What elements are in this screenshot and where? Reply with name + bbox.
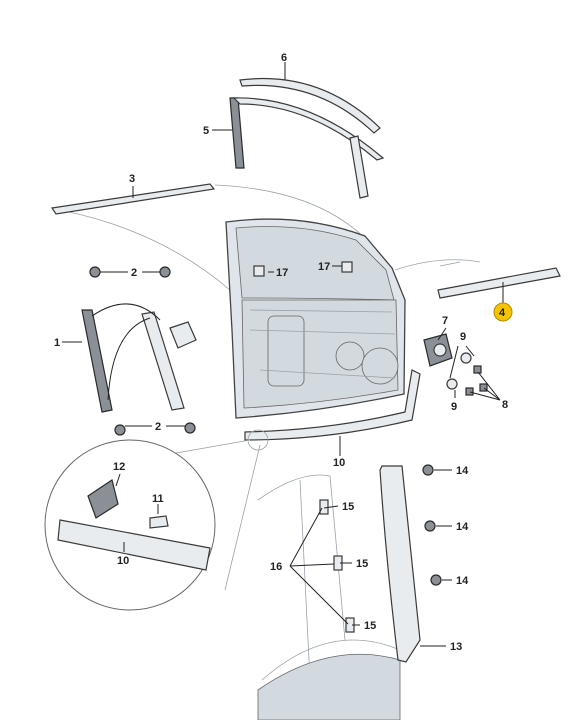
beltline-strip-outer <box>50 183 216 215</box>
window-regulator <box>81 303 197 413</box>
label-2-bottom: 2 <box>155 421 161 433</box>
label-11: 11 <box>152 493 164 505</box>
label-7: 7 <box>442 315 448 327</box>
label-9-top: 9 <box>460 331 466 343</box>
label-12: 12 <box>113 461 125 473</box>
label-4: 4 <box>499 307 506 319</box>
b-pillar-trim <box>379 465 421 663</box>
label-9-bottom: 9 <box>451 401 457 413</box>
label-10-main: 10 <box>333 457 345 469</box>
label-5: 5 <box>203 125 209 137</box>
b-pillar-area <box>257 474 401 720</box>
label-17-right: 17 <box>318 261 330 273</box>
label-10-detail: 10 <box>117 555 129 567</box>
door-seal-lower <box>244 369 421 441</box>
label-16: 16 <box>270 561 282 573</box>
label-15-top: 15 <box>342 501 354 513</box>
label-14-top: 14 <box>456 465 469 477</box>
label-3: 3 <box>129 173 135 185</box>
highlight-marker-4 <box>493 302 513 322</box>
beltline-strip-inner-highlighted <box>437 267 561 299</box>
regulator-clips <box>89 266 196 436</box>
door-clips <box>253 261 353 277</box>
label-8: 8 <box>502 399 508 411</box>
window-frame-channel <box>229 97 385 199</box>
label-15-bottom: 15 <box>364 620 376 632</box>
detail-zoom-circle <box>44 429 269 611</box>
door-shell <box>225 218 406 419</box>
label-14-bottom: 14 <box>456 575 469 587</box>
label-13: 13 <box>450 641 462 653</box>
label-2-top: 2 <box>131 267 137 279</box>
label-1: 1 <box>54 337 60 349</box>
window-seal-upper <box>239 77 381 134</box>
leader-lines <box>62 62 504 647</box>
label-6: 6 <box>281 52 287 64</box>
trim-screws <box>422 464 442 586</box>
motor-fasteners <box>446 352 488 396</box>
label-15-middle: 15 <box>356 558 368 570</box>
label-17-left: 17 <box>276 267 288 279</box>
part-labels: 6 5 3 4 2 1 2 17 17 7 9 9 8 10 12 11 10 … <box>54 52 508 653</box>
window-motor <box>423 333 453 367</box>
label-14-middle: 14 <box>456 521 469 533</box>
